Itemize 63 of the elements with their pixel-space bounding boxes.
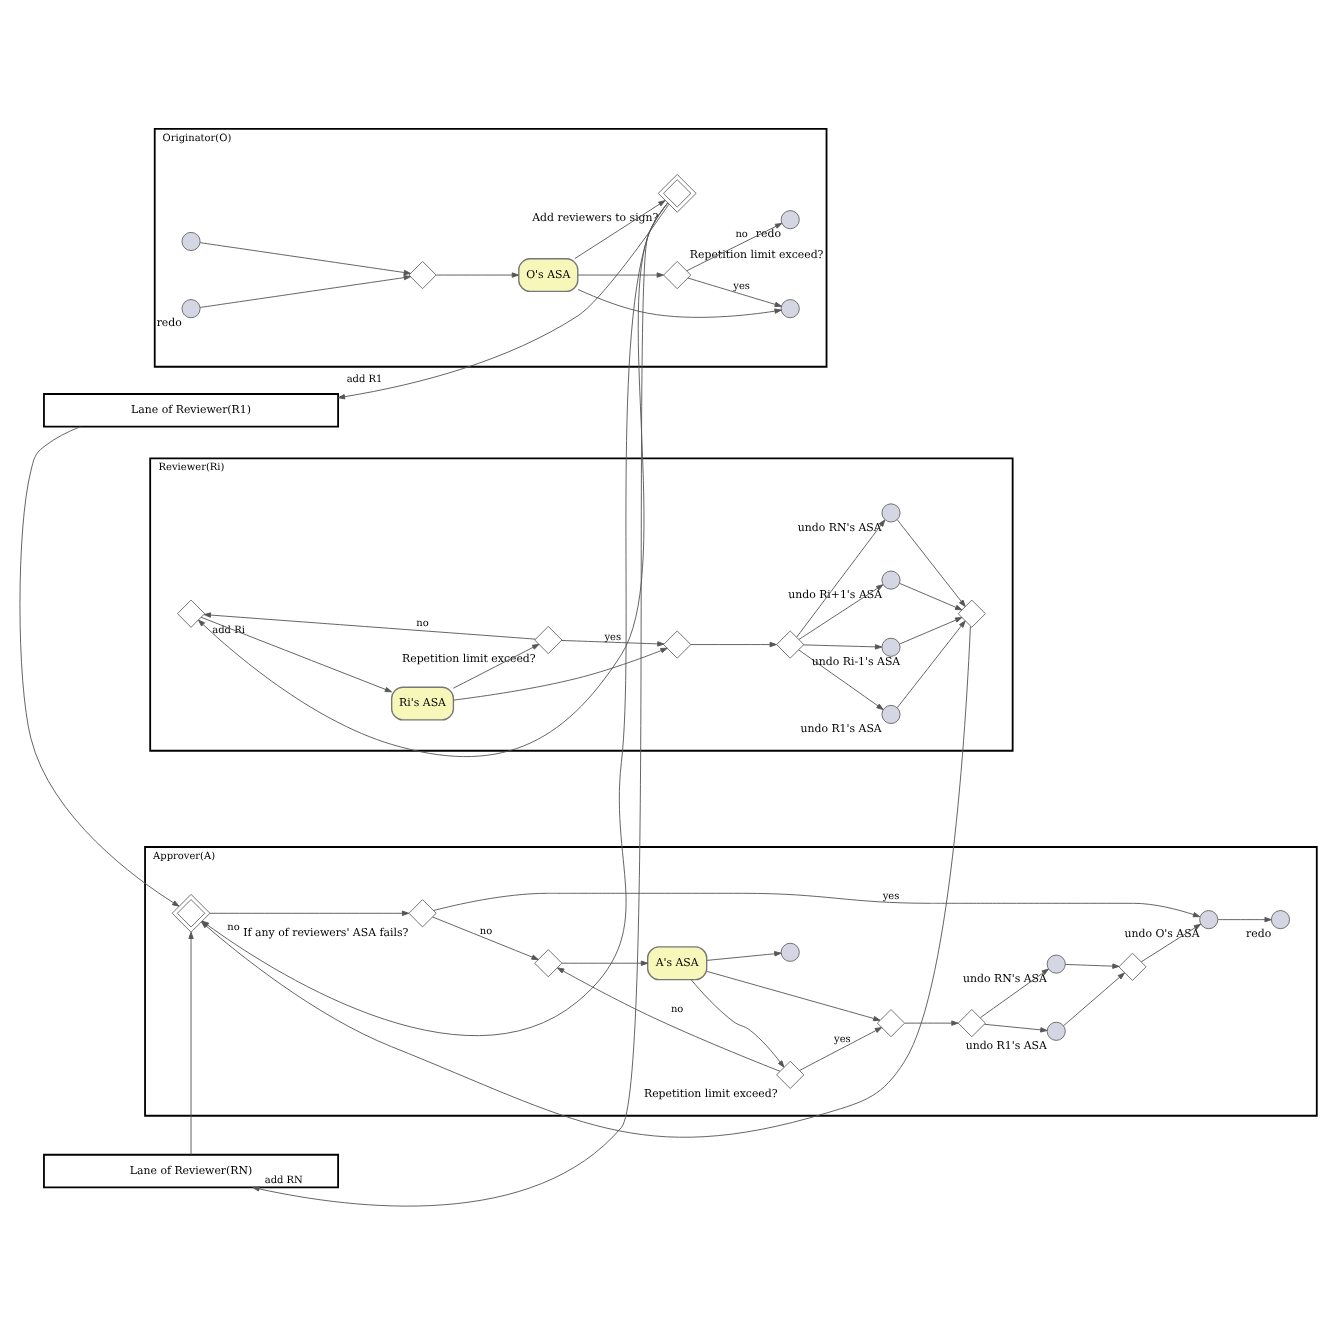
arrow: [899, 583, 963, 611]
node-circle: [181, 231, 201, 251]
arrow: [199, 274, 411, 308]
arrow: [209, 910, 410, 916]
arrow: [690, 641, 777, 648]
arrow: [577, 272, 664, 278]
node-diamond: [663, 630, 692, 659]
arrow: [896, 519, 966, 607]
node-diamond: [534, 625, 563, 655]
arrow: [199, 242, 411, 276]
arrow: [433, 892, 1201, 918]
arrow: [203, 612, 536, 640]
arrow: [690, 979, 785, 1068]
arrow: [1140, 923, 1202, 963]
node-circle: [881, 503, 901, 523]
arrow: [557, 967, 781, 1072]
arrow: [432, 916, 539, 960]
arrow: [561, 960, 649, 966]
arrow: [706, 951, 782, 961]
arrow: [252, 202, 669, 1207]
node-circle: [780, 299, 800, 319]
arrow: [686, 222, 783, 272]
arrow: [904, 1020, 959, 1026]
arrow: [803, 644, 883, 650]
arrow: [979, 968, 1049, 1019]
arrow: [1063, 972, 1125, 1027]
node-circle: [881, 704, 901, 724]
node-diamond: [663, 261, 692, 290]
arrow: [796, 519, 886, 638]
node-circle: [1270, 910, 1290, 930]
arrow: [453, 647, 668, 701]
node-circle: [881, 570, 901, 590]
arrow: [799, 1027, 883, 1071]
arrow: [19, 426, 180, 907]
arrow: [687, 277, 782, 307]
arrow: [561, 640, 665, 647]
node-circle: [1046, 1021, 1066, 1041]
arrow: [1064, 963, 1120, 969]
arrow: [577, 289, 782, 318]
arrow: [984, 1023, 1048, 1033]
arrow: [337, 203, 670, 400]
arrow: [896, 620, 966, 708]
arrow: [706, 970, 881, 1022]
arrow: [435, 272, 520, 278]
arrow: [798, 649, 884, 711]
node-diamond: [957, 1009, 986, 1038]
node-diamond: [776, 630, 805, 659]
node-circle: [1199, 910, 1219, 930]
arrow: [798, 584, 884, 640]
node-circle: [780, 942, 800, 962]
arrow: [200, 616, 393, 693]
node-circle: [181, 299, 201, 319]
node-diamond: [408, 261, 437, 290]
arrow: [899, 617, 963, 645]
arrow: [198, 202, 669, 758]
arrow: [188, 931, 194, 1156]
node-circle: [1046, 954, 1066, 974]
arrow: [574, 200, 666, 259]
arrow: [1217, 916, 1272, 923]
node-circle: [780, 210, 800, 230]
node-circle: [881, 637, 901, 657]
node-diamond: [408, 899, 437, 928]
arrow: [453, 643, 540, 689]
